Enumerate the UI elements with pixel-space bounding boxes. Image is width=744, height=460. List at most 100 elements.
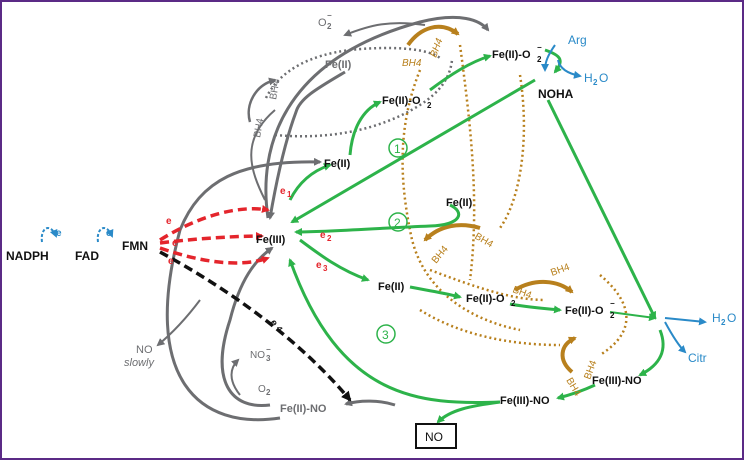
fe2-o2-upper-label: Fe(II)-O	[382, 95, 421, 107]
h2o-top-h: H	[584, 71, 593, 85]
fe2-lower-label: Fe(II)	[378, 281, 405, 293]
superoxide-top-label: O	[318, 17, 327, 29]
arrow-fe2o2-to-superoxo	[429, 53, 492, 92]
no-product-box	[415, 423, 457, 449]
bh4-plus-brown-middle-label: BH4	[473, 231, 496, 250]
arrow-fe2-to-fe2o2-lower	[409, 285, 462, 300]
fe2no-label: Fe(II)-NO	[280, 403, 327, 415]
e-left-2: e	[172, 238, 178, 249]
bh4-arc-middle	[423, 223, 481, 242]
arrow-release-no	[436, 400, 501, 424]
arrow-to-no3	[230, 358, 241, 396]
fmn-label: FMN	[122, 239, 148, 253]
electron-nadph-fad: e	[56, 228, 62, 239]
arrow-arg-in	[541, 44, 556, 72]
bh4-arc-lower	[513, 279, 574, 294]
o2-bottom-sub: 2	[266, 388, 271, 397]
slowly-label: slowly	[124, 357, 155, 369]
arrow-fad-to-fmn	[96, 227, 114, 243]
h2o-right-sub: 2	[721, 318, 726, 327]
step-3-circle	[376, 324, 396, 344]
arrow-electron-3	[159, 246, 270, 265]
arrow-electron-1	[159, 205, 270, 242]
arrow-fe2no-to-fe3	[220, 246, 274, 408]
arrow-no-slowly	[156, 299, 201, 347]
dotted-loop-lower	[274, 59, 454, 138]
arrow-fe2no-to-fe2	[165, 157, 322, 422]
fe3no-center-label: Fe(III)-NO	[500, 395, 550, 407]
step-1-circle	[388, 138, 408, 158]
red-electron-arrows	[159, 205, 270, 265]
e2-sub: 2	[327, 234, 332, 243]
fe3no-right-label: Fe(III)-NO	[592, 375, 642, 387]
brown-dotted-e	[599, 274, 628, 357]
noha-label: NOHA	[538, 87, 574, 101]
step-2-label: 2	[394, 216, 401, 230]
arrow-fe2-left-down	[267, 70, 346, 220]
e3-label: e	[316, 260, 322, 271]
bh4-arc-top	[406, 24, 460, 47]
arrow-noha-to-products	[546, 99, 657, 320]
step-3-label: 3	[382, 328, 389, 342]
arrow-step1-return	[290, 78, 536, 224]
bh4-plus-brown-lower-label: BH4	[549, 262, 571, 279]
e-left-1: e	[166, 216, 172, 227]
arrow-step2-return	[294, 203, 461, 236]
e1-sub: 1	[287, 190, 292, 199]
electron-fad-fmn: e	[106, 228, 112, 239]
brown-dotted-f	[419, 308, 561, 347]
fe3-center-label: Fe(III)	[256, 234, 286, 246]
fe2-o2-lower-sub: 2	[511, 299, 516, 308]
arrow-to-citr	[664, 321, 687, 354]
arrow-fe2-to-fe2o2	[348, 100, 382, 156]
brown-dotted-c	[498, 74, 526, 229]
e2-label: e	[320, 230, 326, 241]
arrow-to-h2o-top	[557, 59, 582, 79]
arrow-bh4-regenerate	[247, 77, 277, 123]
o2-bottom-label: O	[258, 384, 266, 395]
fe2-top-label: Fe(II)	[325, 59, 352, 71]
brown-bh4-arcs	[406, 24, 577, 374]
superoxide-top-minus: −	[327, 11, 332, 20]
gray-pathways	[156, 15, 490, 422]
brown-dotted-b	[458, 44, 476, 281]
h2o-top-o: O	[599, 71, 608, 85]
bh4-arc-bottom	[560, 336, 577, 374]
green-pathways	[288, 48, 665, 424]
arrow-fe3-to-fe2-top	[288, 163, 332, 201]
bh4-gray-label: BH4	[252, 117, 266, 138]
arrow-fe2o2-to-superoxo-lower	[509, 302, 562, 314]
fad-label: FAD	[75, 249, 99, 263]
h2o-right-o: O	[727, 311, 736, 325]
arrow-to-superoxide	[343, 22, 426, 37]
fe2-superoxo-lower-sub: 2	[610, 311, 615, 320]
fe2-superoxo-top-label: Fe(II)-O	[492, 49, 531, 61]
arrow-to-fe3no-right	[638, 329, 665, 377]
citr-label: Citr	[688, 351, 707, 365]
step-1-label: 1	[394, 142, 401, 156]
gray-dotted-loop	[264, 46, 454, 138]
nadph-label: NADPH	[6, 249, 49, 263]
arrow-nadph-to-fad	[40, 227, 58, 243]
arrow-fe3-to-o2-release	[264, 15, 490, 219]
bh4-plus-gray-label: BH4	[268, 79, 282, 100]
fe2-middle-label: Fe(II)	[446, 197, 473, 209]
fe2-superoxo-top-sub: 2	[537, 55, 542, 64]
fe2-superoxo-top-minus: −	[537, 43, 542, 52]
e1-label: e	[280, 186, 286, 197]
e4-label: e	[267, 318, 280, 329]
superoxide-top-sub: 2	[327, 22, 332, 31]
no-slowly-label: NO	[136, 344, 153, 356]
nitrate-minus: −	[266, 345, 271, 354]
nitrate-sub: 3	[266, 354, 271, 363]
bh4-brown-top-label: BH4	[402, 58, 422, 69]
arg-label: Arg	[568, 33, 587, 47]
fe2-superoxo-lower-label: Fe(II)-O	[565, 305, 604, 317]
fe2-o2-upper-sub: 2	[427, 101, 432, 110]
blue-arrows	[40, 44, 707, 354]
arrow-bh4-loop-left	[250, 109, 276, 201]
arrow-electron-4	[159, 250, 352, 402]
bh4-plus-brown-top-label: BH4	[428, 37, 445, 59]
